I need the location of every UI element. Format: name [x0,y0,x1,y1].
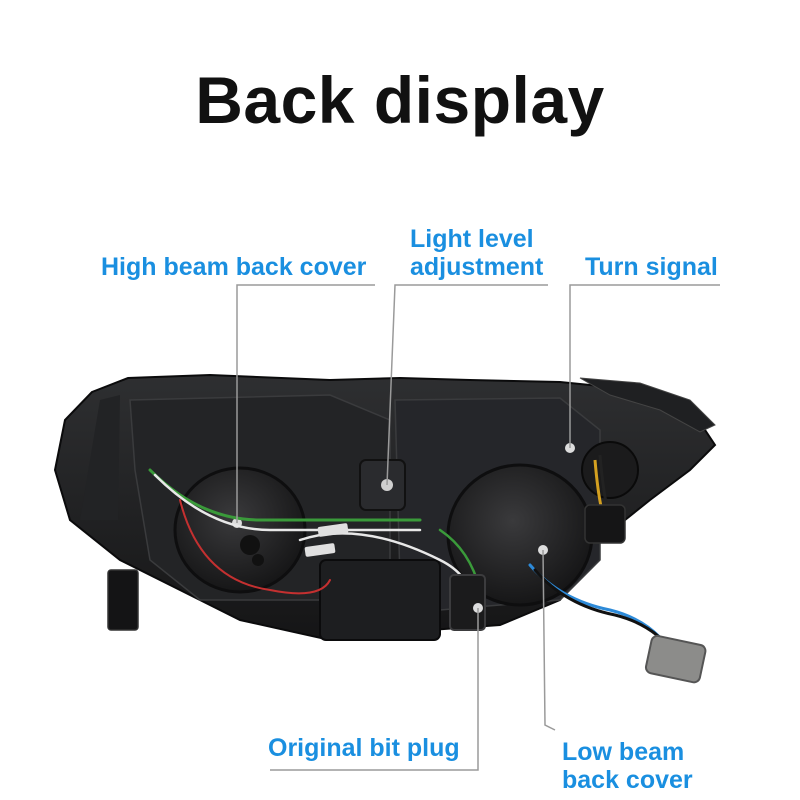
page-title: Back display [195,63,605,137]
level-adjuster [319,459,441,641]
low-beam-plug [644,634,707,684]
inline-fuse-2 [304,543,336,557]
label-original-bit-plug: Original bit plug [268,734,460,762]
side-connector [107,569,139,631]
label-turn-signal: Turn signal [585,253,718,281]
inline-fuse-1 [317,523,349,537]
label-high-beam-back-cover: High beam back cover [101,253,367,281]
leader-lines [236,284,720,771]
original-plug-connector [449,574,486,631]
label-light-level-adjustment: Light level adjustment [410,225,544,281]
label-low-beam-back-cover: Low beam back cover [562,738,693,794]
